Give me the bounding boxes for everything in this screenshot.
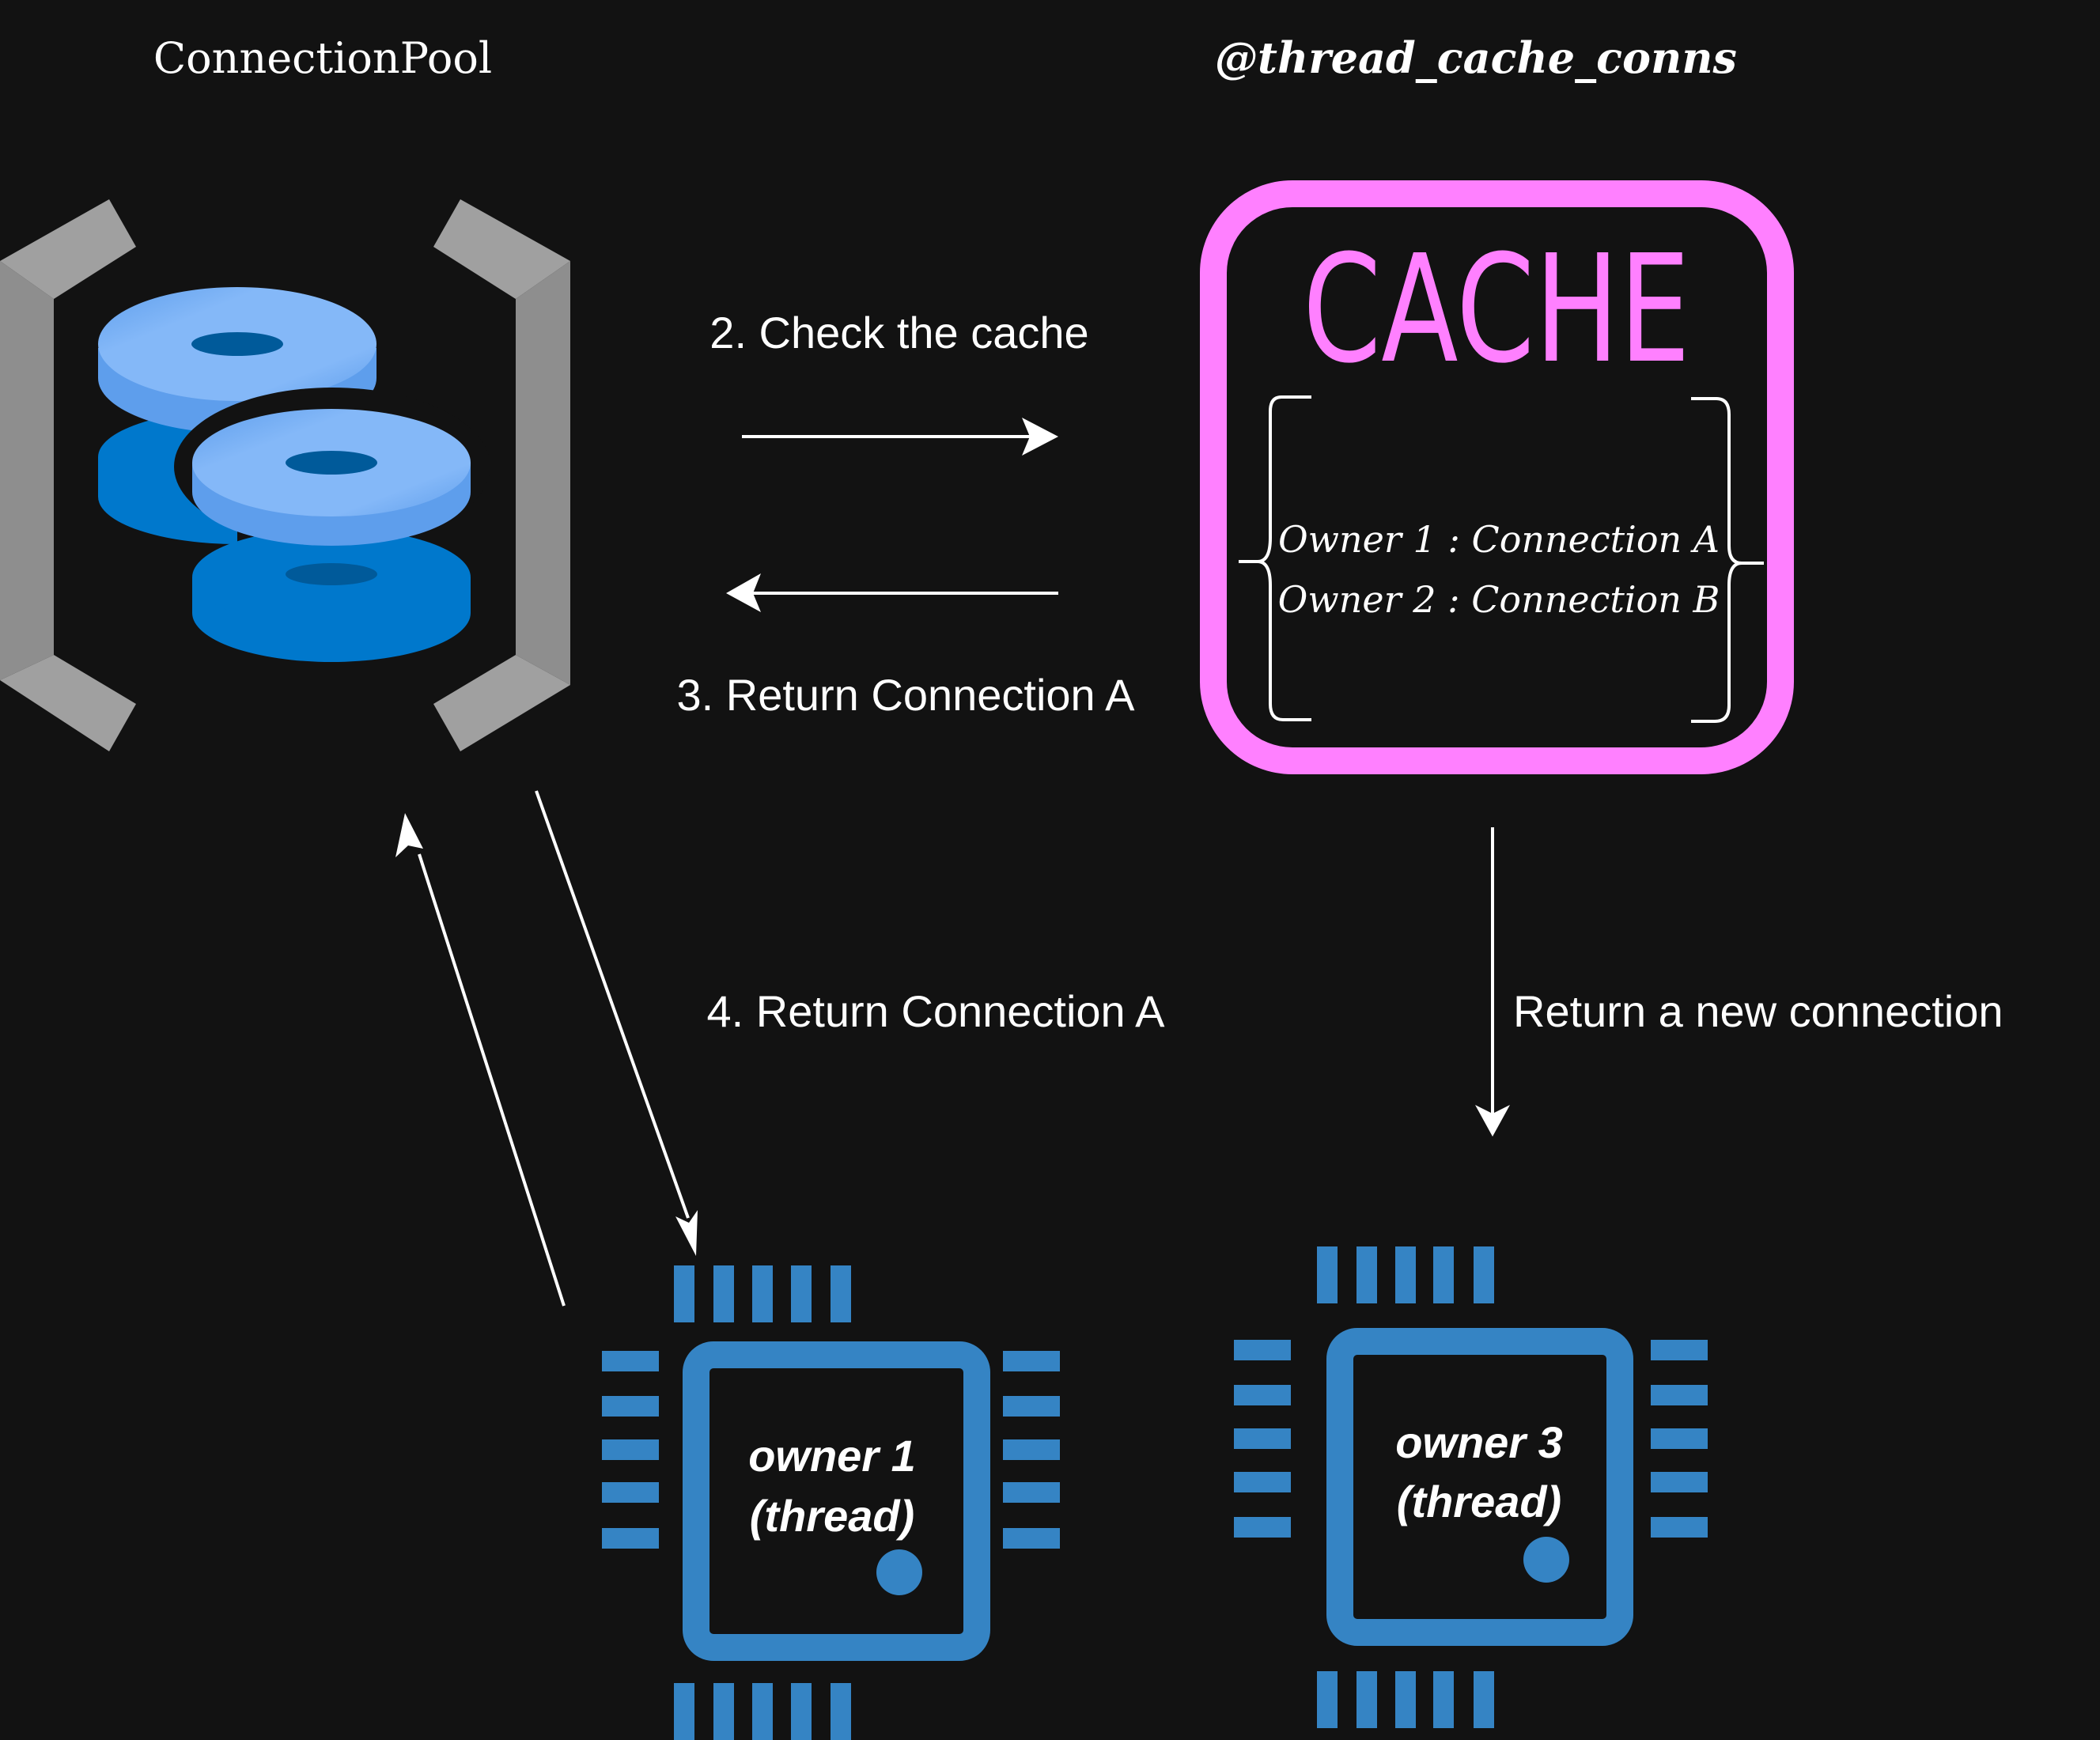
chip-pin (1395, 1671, 1416, 1728)
chip-pin (1234, 1340, 1291, 1360)
chip-pin (752, 1265, 773, 1322)
chip-pins (1234, 1246, 1708, 1728)
thread-label: owner 1 (748, 1431, 916, 1481)
cache-heading: CACHE (1303, 223, 1690, 396)
return-connection-label: 3. Return Connection A (676, 670, 1135, 720)
chip-pin (1234, 1517, 1291, 1538)
return-to-owner-label: 4. Return Connection A (706, 986, 1165, 1036)
chip-pin (1003, 1351, 1060, 1371)
left-bracket-icon (0, 199, 136, 751)
cache-entry: Owner 2 : Connection B (1278, 578, 1720, 621)
new-connection-label: Return a new connection (1513, 986, 2004, 1036)
thread-label: (thread) (750, 1491, 914, 1541)
chip-pin (602, 1396, 659, 1417)
chip-pin (1003, 1528, 1060, 1549)
thread-cache-title: @thread_cache_conns (1215, 32, 1737, 83)
cache-box: CACHE Owner 1 : Connection A Owner 2 : C… (1200, 180, 1794, 774)
chip-pin (713, 1683, 734, 1740)
chip-pin (1234, 1472, 1291, 1492)
chip-pin (602, 1528, 659, 1549)
chip-pin (1356, 1246, 1377, 1303)
chip-pin (1003, 1439, 1060, 1460)
chip-pin (1474, 1671, 1494, 1728)
chip-pin (713, 1265, 734, 1322)
right-brace-icon (1691, 397, 1764, 723)
thread-label: owner 3 (1395, 1417, 1563, 1467)
chip-pin (602, 1482, 659, 1503)
chip-pin (602, 1351, 659, 1371)
chip-pin (674, 1683, 694, 1740)
chip-pin (1003, 1396, 1060, 1417)
database-front-icon (192, 409, 471, 662)
chip-pin (1433, 1246, 1454, 1303)
right-bracket-icon (433, 199, 570, 751)
chip-pin (1317, 1671, 1338, 1728)
left-brace-icon (1239, 395, 1311, 721)
chip-pin (1433, 1671, 1454, 1728)
chip-pin (791, 1683, 812, 1740)
chip-pin (602, 1439, 659, 1460)
cache-entry: Owner 1 : Connection A (1278, 518, 1720, 561)
chip-pin (831, 1265, 851, 1322)
chip-pin (1651, 1428, 1708, 1449)
chip-pin (791, 1265, 812, 1322)
return-connection-arrow (726, 573, 1058, 612)
chip-pin (674, 1265, 694, 1322)
connection-pool-title: ConnectionPool (153, 33, 492, 83)
new-connection-arrow (1475, 827, 1510, 1137)
connection-pool-icon (0, 199, 570, 751)
chip-pin (831, 1683, 851, 1740)
thread-chip-owner-3: owner 3 (thread) (1234, 1246, 1708, 1728)
chip-pin (1395, 1246, 1416, 1303)
chip-pins (602, 1265, 1060, 1740)
chip-pin (1317, 1246, 1338, 1303)
chip-pin (1234, 1385, 1291, 1405)
chip-pin (1651, 1385, 1708, 1405)
thread-label: (thread) (1397, 1477, 1561, 1526)
chip-pin (752, 1683, 773, 1740)
chip-dot-icon (876, 1549, 922, 1595)
check-cache-arrow (742, 418, 1058, 456)
chip-dot-icon (1523, 1537, 1569, 1583)
check-cache-label: 2. Check the cache (709, 308, 1088, 357)
owner-to-pool-arrow (395, 813, 566, 1307)
chip-pin (1651, 1472, 1708, 1492)
chip-pin (1651, 1517, 1708, 1538)
chip-pin (1651, 1340, 1708, 1360)
chip-pin (1356, 1671, 1377, 1728)
thread-chip-owner-1: owner 1 (thread) (602, 1265, 1060, 1740)
chip-pin (1003, 1482, 1060, 1503)
pool-to-owner-arrow (535, 790, 698, 1256)
chip-pin (1474, 1246, 1494, 1303)
chip-pin (1234, 1428, 1291, 1449)
